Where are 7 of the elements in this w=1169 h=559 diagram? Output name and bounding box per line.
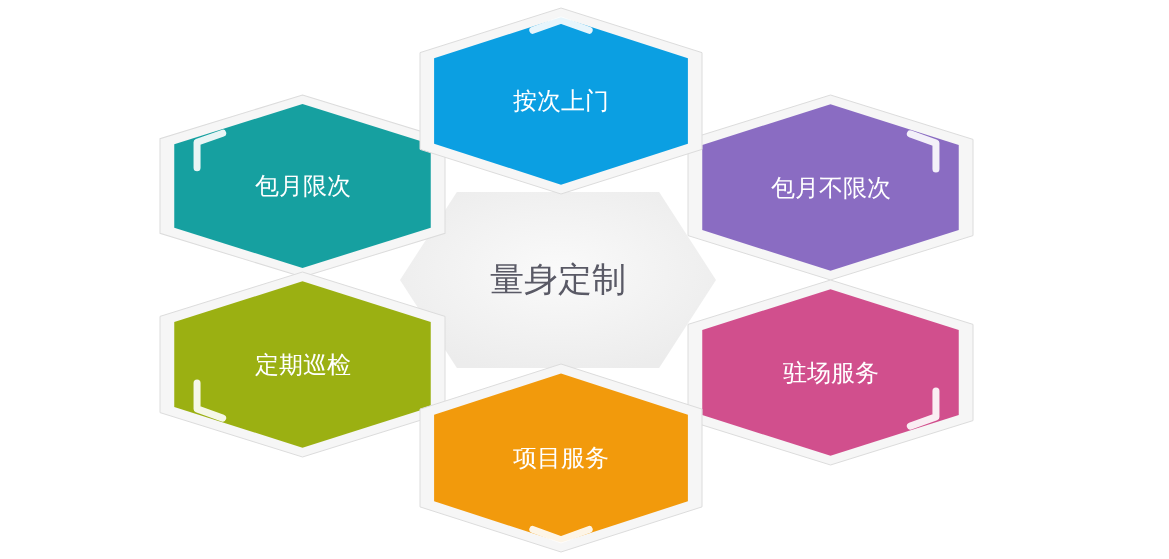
tile-label: 包月限次: [253, 171, 352, 202]
tile-label: 按次上门: [512, 86, 610, 117]
tile-label: 包月不限次: [769, 172, 892, 204]
tile-label: 项目服务: [512, 443, 610, 474]
center-label: 量身定制: [489, 258, 627, 301]
tile-label: 定期巡检: [253, 349, 352, 381]
tile-label: 驻场服务: [781, 357, 880, 389]
